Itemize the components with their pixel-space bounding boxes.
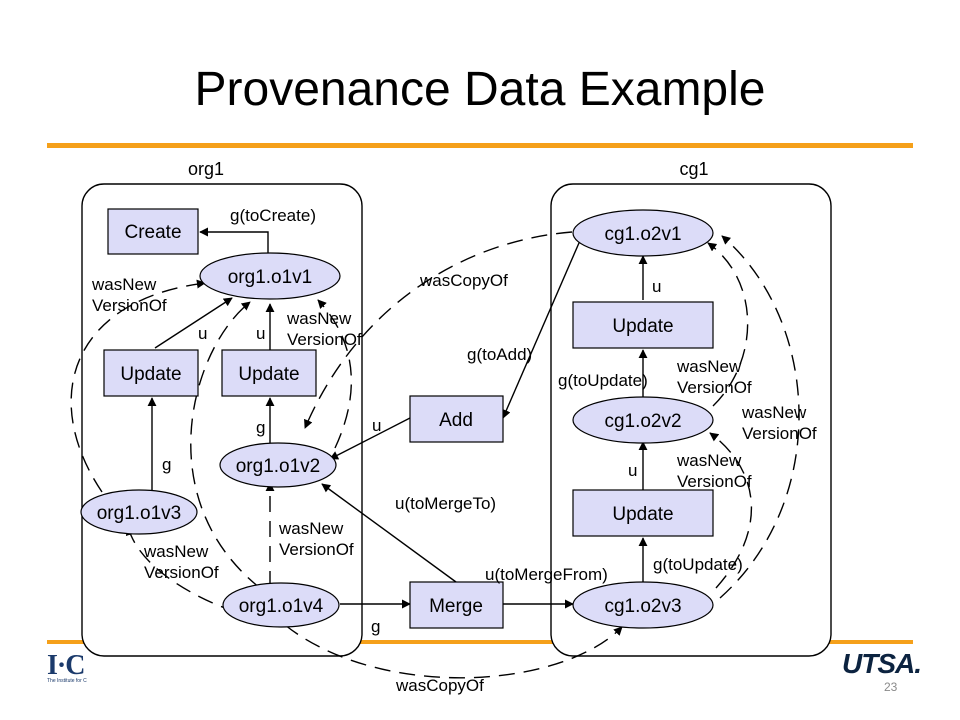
node-cg1-o2v2: cg1.o2v2 <box>572 396 714 444</box>
edge-label-wasnew-cg-2: wasNew <box>741 403 807 422</box>
node-cg1-o2v2-label: cg1.o2v2 <box>604 411 681 432</box>
edge-label-wascopyof-bottom: wasCopyOf <box>395 676 484 695</box>
cluster-cg1-label: cg1 <box>679 159 708 179</box>
edge-label-versionof-left-1: VersionOf <box>92 296 167 315</box>
institute-logo-tagline: The Institute for C <box>47 678 87 684</box>
edge-label-u-a: u <box>198 324 207 343</box>
edge-label-versionof-mid-1: VersionOf <box>287 330 362 349</box>
node-create-label: Create <box>124 222 181 243</box>
edge-label-g-toupdate-a: g(toUpdate) <box>558 371 648 390</box>
edge-label-u-cg-b: u <box>628 461 637 480</box>
edge-label-wasnew-left-2: wasNew <box>143 542 209 561</box>
edge-label-g-b: g <box>256 418 265 437</box>
edge-label-g-c: g <box>371 617 380 636</box>
edge-label-versionof-left-2: VersionOf <box>144 563 219 582</box>
edge-o2v3-o2v2 <box>709 432 753 589</box>
node-cg1-o2v1-label: cg1.o2v1 <box>604 224 681 245</box>
edge-label-u-b: u <box>256 324 265 343</box>
node-org1-o1v2: org1.o1v2 <box>219 442 337 488</box>
edge-label-versionof-mid-2: VersionOf <box>279 540 354 559</box>
edge-label-u-cg-a: u <box>652 277 661 296</box>
edge-label-wasnew-cg-1: wasNew <box>676 357 742 376</box>
edge-o1v3-o1v1 <box>70 279 206 493</box>
institute-logo: I·C <box>47 650 85 681</box>
node-org1-update-b-label: Update <box>238 364 299 385</box>
utsa-logo: UTSA. <box>842 648 922 679</box>
node-org1-o1v1: org1.o1v1 <box>199 252 341 300</box>
edge-label-versionof-cg-3: VersionOf <box>677 472 752 491</box>
edge-label-g-tocreate: g(toCreate) <box>230 206 316 225</box>
edge-wascopyof-top <box>304 231 573 429</box>
node-cg1-update-a-label: Update <box>612 316 673 337</box>
slide-title: Provenance Data Example <box>194 63 766 116</box>
edge-add-o2v1 <box>502 235 583 419</box>
edge-o1v4-o1v1-long <box>190 301 261 589</box>
node-cg1-o2v1: cg1.o2v1 <box>572 209 714 257</box>
node-cg1-o2v3: cg1.o2v3 <box>572 581 714 629</box>
edge-label-g-toadd: g(toAdd) <box>467 345 532 364</box>
node-org1-update-a: Update <box>103 349 199 397</box>
edge-add-o1v2 <box>329 417 411 460</box>
edge-o2v3-o2v1 <box>719 235 800 599</box>
node-create: Create <box>107 208 199 255</box>
edge-label-g-a: g <box>162 455 171 474</box>
edge-label-u-add: u <box>372 416 381 435</box>
edge-label-wasnew-mid-1: wasNew <box>286 309 352 328</box>
page-number: 23 <box>884 680 898 694</box>
edge-label-u-tomergefrom: u(toMergeFrom) <box>485 565 608 584</box>
node-merge-label: Merge <box>429 596 483 617</box>
edge-label-wasnew-cg-3: wasNew <box>676 451 742 470</box>
node-org1-update-a-label: Update <box>120 364 181 385</box>
node-merge: Merge <box>409 581 504 629</box>
node-add: Add <box>409 395 504 443</box>
node-org1-o1v4-label: org1.o1v4 <box>239 596 324 617</box>
edge-label-wascopyof-top: wasCopyOf <box>419 271 508 290</box>
node-cg1-o2v3-label: cg1.o2v3 <box>604 596 681 617</box>
node-cg1-update-b-label: Update <box>612 504 673 525</box>
edge-label-g-toupdate-b: g(toUpdate) <box>653 555 743 574</box>
node-org1-o1v1-label: org1.o1v1 <box>228 267 313 288</box>
node-org1-update-b: Update <box>221 349 317 397</box>
cluster-org1 <box>81 183 363 657</box>
edge-o1v2-o1v1 <box>317 299 352 449</box>
edge-o1v1-create <box>199 227 269 260</box>
node-cg1-update-b: Update <box>572 489 714 537</box>
node-org1-o1v3: org1.o1v3 <box>80 489 198 535</box>
title-divider <box>47 143 913 148</box>
edge-merge-o1v2 <box>321 483 457 583</box>
edge-update-a-o1v1 <box>154 297 233 349</box>
node-org1-o1v3-label: org1.o1v3 <box>97 503 182 524</box>
edge-label-wasnew-left-1: wasNew <box>91 275 157 294</box>
cluster-org1-label: org1 <box>188 159 224 179</box>
footer-divider <box>47 640 913 644</box>
edge-o2v2-o2v1 <box>707 242 749 407</box>
edge-label-u-tomergeto: u(toMergeTo) <box>395 494 496 513</box>
node-cg1-update-a: Update <box>572 301 714 349</box>
edge-label-versionof-cg-1: VersionOf <box>677 378 752 397</box>
node-org1-o1v2-label: org1.o1v2 <box>236 456 321 477</box>
edge-label-versionof-cg-2: VersionOf <box>742 424 817 443</box>
edge-label-wasnew-mid-2: wasNew <box>278 519 344 538</box>
node-add-label: Add <box>439 410 473 431</box>
node-org1-o1v4: org1.o1v4 <box>222 582 340 628</box>
